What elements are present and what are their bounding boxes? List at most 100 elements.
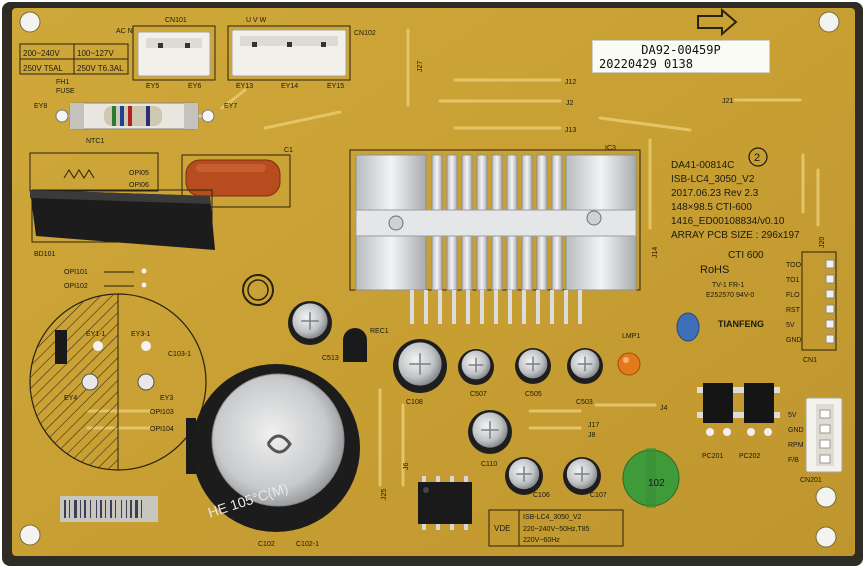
pc202-label: PC202 bbox=[739, 453, 761, 460]
j8-label: J8 bbox=[588, 432, 596, 439]
barcode-sticker bbox=[60, 496, 158, 522]
cn201-pin bbox=[819, 439, 831, 449]
ul-number: E252570 94V-0 bbox=[706, 292, 754, 299]
product-sticker: DA92-00459P 20220429 0138 bbox=[592, 40, 770, 73]
opi103-label: OPI103 bbox=[150, 409, 174, 416]
ic-pin bbox=[536, 290, 540, 324]
pcb-info-line-6: ARRAY PCB SIZE : 296x197 bbox=[671, 230, 800, 241]
j12-label: J12 bbox=[565, 79, 576, 86]
barcode-bar bbox=[105, 500, 106, 518]
capacitor-label: C107 bbox=[590, 492, 607, 499]
ic-pin bbox=[424, 290, 428, 324]
ey11-label: EY1-1 bbox=[86, 331, 106, 338]
ey3-label: EY3 bbox=[160, 395, 173, 402]
barcode-bar bbox=[141, 500, 142, 518]
green-coil: 102 bbox=[622, 448, 680, 508]
connector-cn101: AC N CN101 EY5 EY6 bbox=[116, 17, 216, 90]
ey6-label: EY6 bbox=[188, 83, 201, 90]
revision-mark: 2 bbox=[754, 152, 760, 164]
cn1-pin bbox=[825, 319, 835, 329]
ey15-label: EY15 bbox=[327, 83, 344, 90]
rohs-label: RoHS bbox=[700, 264, 729, 276]
fuse-label: FUSE bbox=[56, 88, 75, 95]
barcode-bar bbox=[100, 500, 102, 518]
heatsink-ic3: IC3 bbox=[349, 145, 641, 324]
j25-label: J25 bbox=[381, 489, 388, 500]
vde-line-1: 220~240V~50Hz,T85 bbox=[523, 526, 590, 533]
ey5-label: EY5 bbox=[146, 83, 159, 90]
opi101-label: OPI101 bbox=[64, 269, 88, 276]
capacitor-vent bbox=[481, 421, 499, 439]
pcb-info-block: DA41-00814C ISB-LC4_3050_V2 2017.06.23 R… bbox=[671, 147, 800, 329]
cn102-pins-label: U V W bbox=[246, 17, 267, 24]
capacitor-label: C503 bbox=[576, 399, 593, 406]
c102-label: C102 bbox=[258, 541, 275, 548]
vde-model: ISB-LC4_3050_V2 bbox=[523, 514, 581, 521]
ic-pin bbox=[494, 290, 498, 324]
barcode-bar bbox=[130, 500, 132, 518]
connector-cn102: U V W CN102 EY13 EY14 EY15 bbox=[227, 17, 376, 90]
rec1-label: REC1 bbox=[370, 328, 389, 335]
capacitor-vent bbox=[516, 466, 532, 482]
regulator-rec1: REC1 bbox=[343, 328, 389, 362]
glass-fuse: FH1 FUSE EY8 EY7 NTC1 bbox=[34, 79, 237, 145]
sticker-part-number: DA92-00459P bbox=[641, 43, 721, 57]
barcode-bar bbox=[110, 500, 112, 518]
fh1-label: FH1 bbox=[56, 79, 69, 86]
fuse-table-r1c2: 100~127V bbox=[77, 49, 114, 58]
barcode-bar bbox=[126, 500, 127, 518]
barcode-bar bbox=[115, 500, 116, 518]
pcb-info-line-4: 148×98.5 CTI-600 bbox=[671, 202, 752, 213]
ntc1-label: NTC1 bbox=[86, 138, 104, 145]
cn201-label: CN201 bbox=[800, 477, 822, 484]
j6-label: J6 bbox=[403, 463, 410, 471]
capacitor-label: C106 bbox=[533, 492, 550, 499]
fuse-table-r2c1: 250V T5AL bbox=[23, 64, 63, 73]
ic-pin bbox=[578, 290, 582, 324]
ey4-label: EY4 bbox=[64, 395, 77, 402]
vde-rating-box: VDE ISB-LC4_3050_V2 220~240V~50Hz,T85 22… bbox=[488, 509, 624, 547]
cn102-label: CN102 bbox=[354, 30, 376, 37]
dip-ic bbox=[418, 476, 472, 530]
lmp1-label: LMP1 bbox=[622, 333, 640, 340]
barcode-bar bbox=[80, 500, 81, 518]
fuse-table-r2c2: 250V T6.3AL bbox=[77, 64, 124, 73]
ic-pin bbox=[466, 290, 470, 324]
barcode-bar bbox=[90, 500, 91, 518]
capacitor-label: C513 bbox=[322, 355, 339, 362]
barcode-bar bbox=[121, 500, 122, 518]
j13-label: J13 bbox=[565, 127, 576, 134]
capacitor-label: C108 bbox=[406, 399, 423, 406]
film-capacitor-c1: C1 bbox=[181, 147, 293, 208]
ic-pin bbox=[438, 290, 442, 324]
capacitor-vent bbox=[525, 356, 541, 372]
cti-label: CTI 600 bbox=[728, 250, 764, 261]
ul-line: TV-1 FR-1 bbox=[712, 282, 744, 289]
capacitor-vent bbox=[577, 356, 593, 372]
ey8-label: EY8 bbox=[34, 103, 47, 110]
opi102-label: OPI102 bbox=[64, 283, 88, 290]
cn1-label: CN1 bbox=[803, 357, 817, 364]
cert-mark-icon bbox=[242, 274, 274, 306]
maker-logo: TIANFENG bbox=[718, 319, 764, 329]
j21-label: J21 bbox=[722, 98, 733, 105]
optocoupler-pc202: PC202 bbox=[738, 383, 780, 460]
capacitor-label: C507 bbox=[470, 391, 487, 398]
ic-pin bbox=[508, 290, 512, 324]
ey31-label: EY3-1 bbox=[131, 331, 151, 338]
j27-label: J27 bbox=[417, 61, 424, 72]
acn-label: AC N bbox=[116, 28, 133, 35]
bridge-rectifier-bd101: BD101 bbox=[30, 189, 215, 258]
fuse-table-r1c1: 200~240V bbox=[23, 49, 60, 58]
ey13-label: EY13 bbox=[236, 83, 253, 90]
pcb-info-line-2: ISB-LC4_3050_V2 bbox=[671, 174, 755, 185]
barcode-bar bbox=[69, 500, 70, 518]
capacitor-label: C110 bbox=[481, 461, 497, 468]
cn201-pin bbox=[819, 454, 831, 464]
ic-pin bbox=[522, 290, 526, 324]
led-lmp1: LMP1 bbox=[617, 333, 641, 376]
capacitor-vent bbox=[574, 466, 590, 482]
